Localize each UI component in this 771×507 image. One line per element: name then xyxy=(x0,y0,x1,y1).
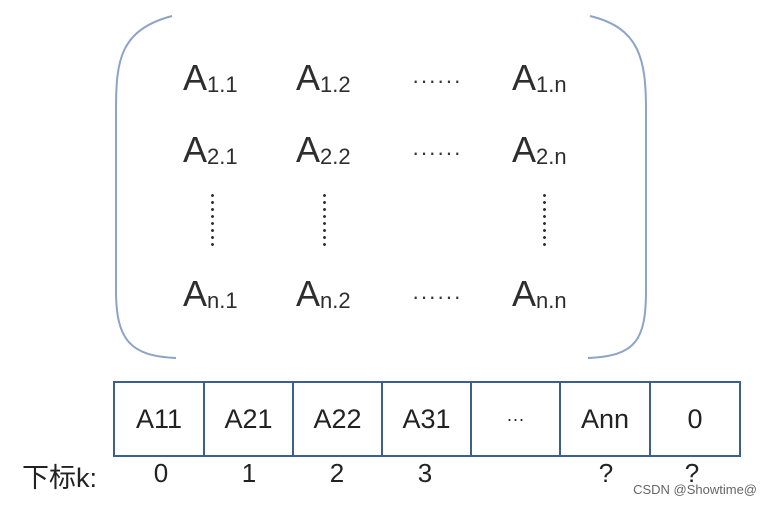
index-label: 下标k: xyxy=(22,463,98,493)
matrix-cell-1-1: A1.1 xyxy=(183,57,238,98)
watermark: CSDN @Showtime@ xyxy=(633,482,757,497)
col-n-vertical-ellipsis xyxy=(543,192,546,248)
matrix-cell-1-2: A1.2 xyxy=(296,57,351,98)
index-value-0: 0 xyxy=(153,458,169,488)
compressed-array: A11 A21 A22 A31 ··· Ann 0 xyxy=(113,381,741,457)
array-cell-3: A31 xyxy=(383,383,472,455)
matrix-cell-n-1: An.1 xyxy=(183,273,238,314)
array-cell-1: A21 xyxy=(205,383,294,455)
row-n-ellipsis: ······ xyxy=(412,284,462,309)
row-2-ellipsis: ······ xyxy=(412,140,462,165)
right-bracket xyxy=(587,15,647,359)
matrix-cell-2-n: A2.n xyxy=(512,129,567,170)
left-bracket xyxy=(115,15,177,359)
array-cell-zero: 0 xyxy=(687,403,703,434)
array-cell-2: A22 xyxy=(294,383,383,455)
col-2-vertical-ellipsis xyxy=(323,192,326,248)
row-1-ellipsis: ······ xyxy=(412,68,462,93)
index-value-2: 2 xyxy=(329,458,345,488)
matrix-cell-2-1: A2.1 xyxy=(183,129,238,170)
array-cell-ellipsis: ··· xyxy=(472,383,561,455)
index-value-last: ? xyxy=(598,458,614,488)
matrix-cell-1-n: A1.n xyxy=(512,57,567,98)
col-1-vertical-ellipsis xyxy=(211,192,214,248)
index-value-1: 1 xyxy=(241,458,257,488)
array-cell-0: A11 xyxy=(115,383,205,455)
matrix-cell-2-2: A2.2 xyxy=(296,129,351,170)
array-cell-last: Ann xyxy=(561,383,651,455)
index-value-3: 3 xyxy=(417,458,433,488)
matrix-cell-n-n: An.n xyxy=(512,273,567,314)
matrix-cell-n-2: An.2 xyxy=(296,273,351,314)
index-value-zero: ? xyxy=(684,458,700,488)
